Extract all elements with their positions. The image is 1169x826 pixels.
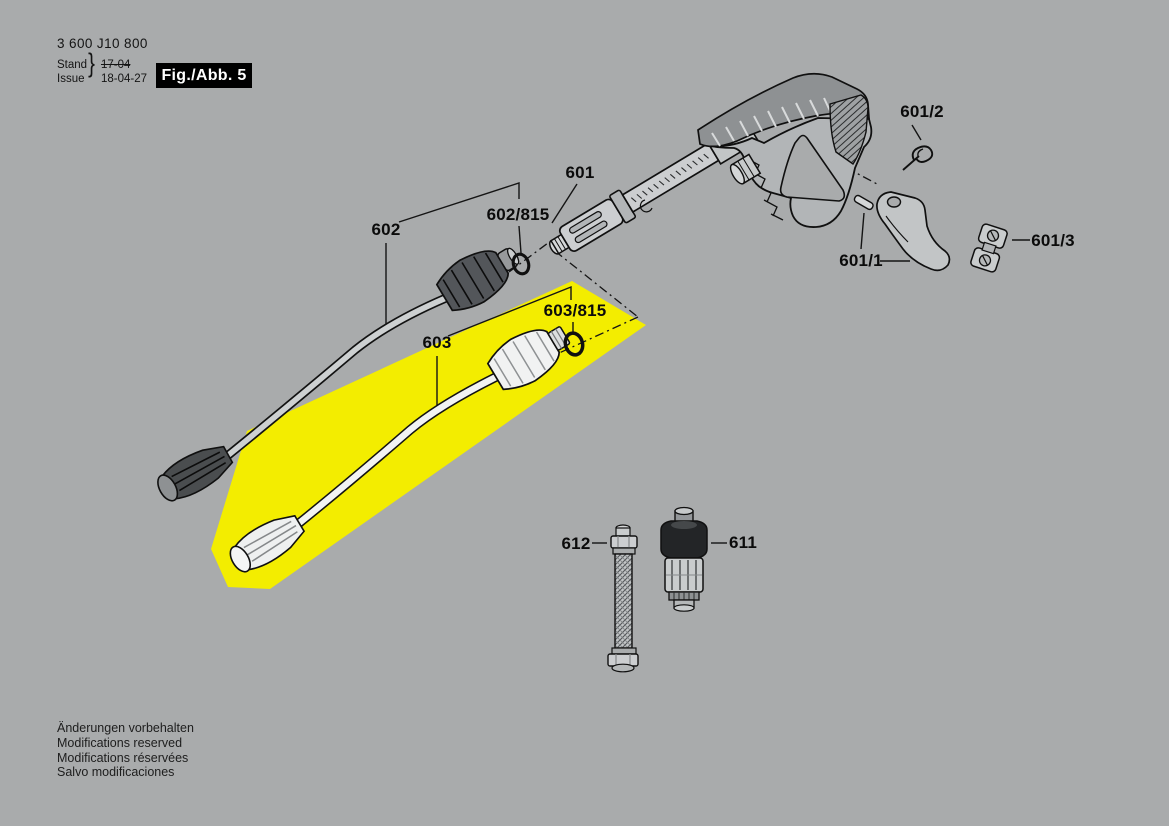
gun-outlet-port — [729, 153, 762, 185]
revision-block: Stand Issue } 17-04 18-04-27 — [57, 48, 148, 86]
notice-line-de: Änderungen vorbehalten — [57, 721, 194, 735]
label-filter: 611 — [728, 533, 758, 552]
stand-value: 17-04 — [101, 59, 131, 71]
issue-label: Issue — [57, 73, 85, 85]
stand-label: Stand — [57, 59, 88, 71]
trigger-pin — [853, 194, 874, 211]
spray-gun-drawing — [548, 72, 873, 255]
revision-brace: } — [88, 48, 95, 78]
label-oring-602: 602/815 — [486, 205, 550, 224]
label-lance-602: 602 — [371, 220, 401, 239]
notice-line-en: Modifications reserved — [57, 735, 183, 750]
issue-value: 18-04-27 — [101, 73, 148, 85]
clamp-drawing — [970, 223, 1008, 273]
notice-line-es: Salvo modificaciones — [57, 765, 175, 780]
title-block: 3 600 J10 800 Stand Issue } 17-04 18-04-… — [57, 36, 148, 86]
figure-number: Fig./Abb. 5 — [161, 66, 247, 84]
gun-thumb-grip — [829, 94, 869, 165]
modifications-notice: Änderungen vorbehalten Modifications res… — [57, 721, 194, 780]
spring-drawing — [902, 145, 934, 171]
label-trigger: 601/1 — [839, 251, 883, 270]
oring-603-drawing — [563, 331, 585, 357]
trigger-drawing — [853, 191, 951, 272]
label-clamp: 601/3 — [1031, 231, 1075, 250]
label-hose: 612 — [561, 534, 591, 553]
label-spring: 601/2 — [900, 102, 944, 121]
notice-line-fr: Modifications réservées — [57, 750, 189, 765]
label-lance-603: 603 — [422, 333, 452, 352]
product-number: 3 600 J10 800 — [57, 36, 148, 51]
lance-602-drawing — [157, 247, 520, 502]
hose-drawing — [607, 524, 639, 673]
label-gun: 601 — [565, 163, 595, 182]
oring-602-drawing — [511, 252, 531, 276]
label-oring-603: 603/815 — [543, 301, 607, 320]
filter-drawing — [660, 506, 708, 612]
figure-number-box: Fig./Abb. 5 — [156, 63, 252, 88]
leader-lines — [385, 124, 1030, 544]
